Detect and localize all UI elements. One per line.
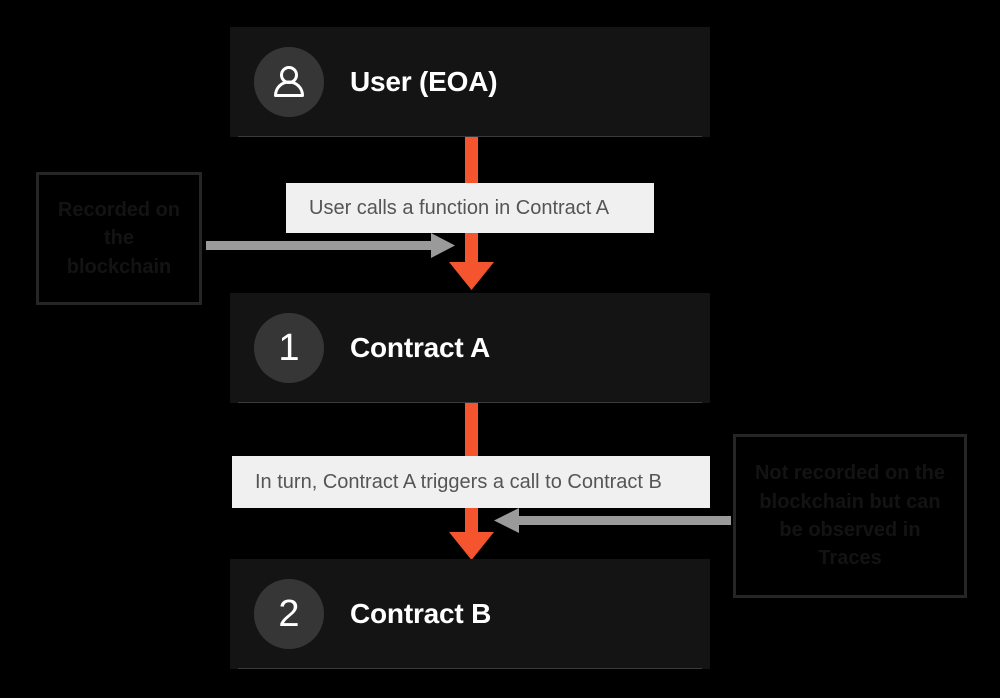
person-icon — [274, 66, 304, 97]
callout-text: Recorded on the blockchain — [57, 198, 181, 278]
label-contract-a-triggers-contract-b: In turn, Contract A triggers a call to C… — [232, 456, 710, 508]
callout-text: Not recorded on the blockchain but can b… — [754, 462, 945, 570]
node-contract-b[interactable]: 2 Contract B — [230, 559, 710, 669]
label-user-calls-contract-a: User calls a function in Contract A — [286, 183, 654, 233]
node-title: Contract B — [350, 598, 492, 629]
step-number: 1 — [278, 327, 300, 369]
label-text: In turn, Contract A triggers a call to C… — [255, 470, 662, 493]
callout-recorded-on-blockchain: Recorded on the blockchain — [36, 172, 202, 305]
step-number-badge: 1 — [254, 313, 324, 383]
node-title: User (EOA) — [350, 66, 498, 97]
node-underline — [238, 668, 702, 669]
node-underline — [238, 136, 702, 137]
user-avatar-badge — [254, 47, 324, 117]
node-contract-a[interactable]: 1 Contract A — [230, 293, 710, 403]
label-text: User calls a function in Contract A — [309, 196, 610, 219]
step-number: 2 — [278, 593, 300, 635]
callout-not-recorded-on-blockchain: Not recorded on the blockchain but can b… — [733, 434, 967, 598]
node-user-eoa[interactable]: User (EOA) — [230, 27, 710, 137]
node-title: Contract A — [350, 332, 491, 363]
step-number-badge: 2 — [254, 579, 324, 649]
node-underline — [238, 402, 702, 403]
